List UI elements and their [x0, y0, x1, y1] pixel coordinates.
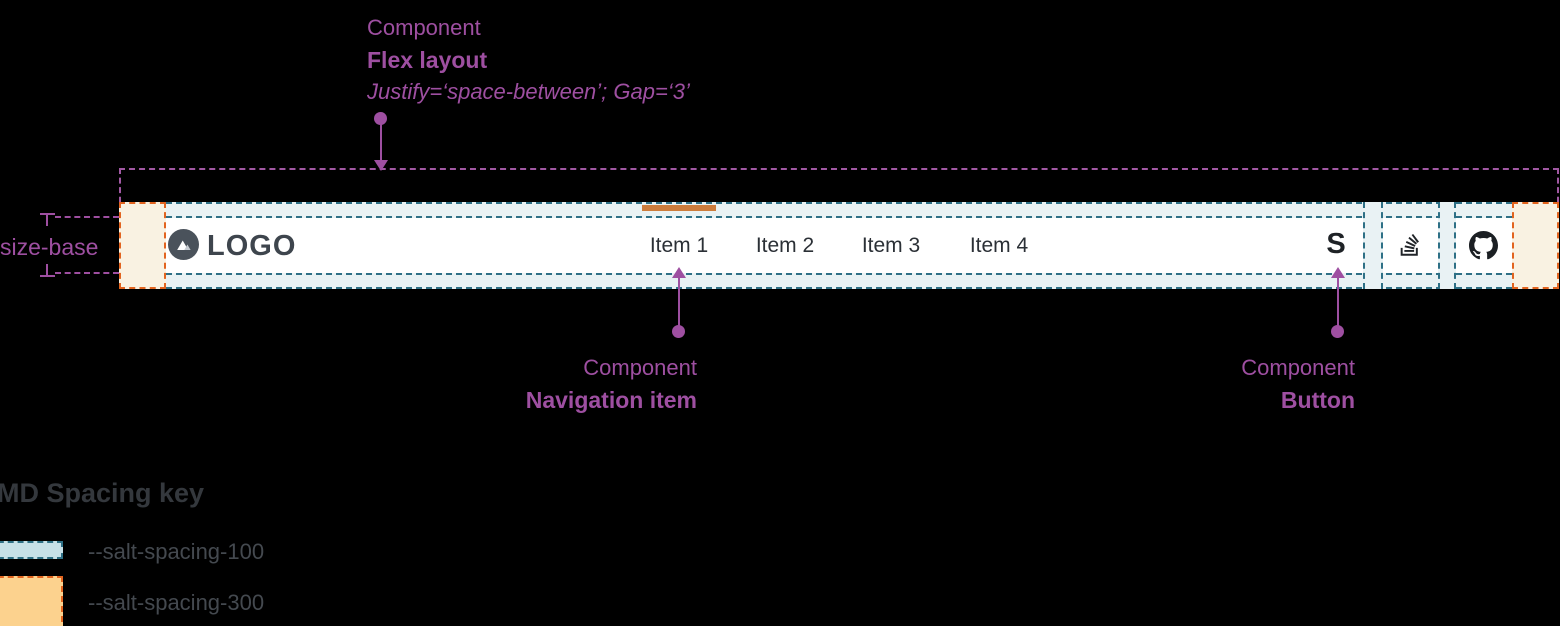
annotation-component-props: Justify=‘space-between’; Gap=‘3’	[367, 79, 690, 104]
leader-dot	[672, 325, 685, 338]
annotation-kind-label: Component	[583, 355, 697, 380]
size-base-top-line	[55, 216, 119, 218]
nav-item-3[interactable]: Item 3	[861, 234, 921, 257]
app-header: LOGO Item 1 Item 2 Item 3 Item 4 S	[119, 202, 1559, 289]
annotation-navigation-item: Component Navigation item	[450, 352, 697, 416]
spacing-300-right-overlay	[1512, 202, 1559, 289]
s-button[interactable]: S	[1326, 228, 1345, 261]
arrow-up-icon	[1331, 267, 1345, 278]
spacing-100-key-label: --salt-spacing-100	[88, 539, 265, 564]
annotation-component-name: Button	[1280, 387, 1355, 413]
logo[interactable]	[168, 229, 199, 260]
spacing-100-gap-2-overlay	[1438, 202, 1456, 289]
arrow-up-icon	[672, 267, 686, 278]
size-base-label: size-base	[0, 234, 99, 260]
size-base-bottom-line	[55, 272, 119, 274]
annotation-kind-label: Component	[367, 15, 481, 40]
leader-line	[678, 277, 680, 326]
spacing-key-title: MD Spacing key	[0, 478, 205, 508]
nav-item-4[interactable]: Item 4	[969, 234, 1029, 257]
s-icon: S	[1326, 228, 1346, 260]
stackoverflow-icon	[1397, 232, 1423, 258]
leader-line	[1337, 277, 1339, 326]
stackoverflow-button[interactable]	[1397, 232, 1423, 258]
size-base-top-tick	[40, 213, 55, 215]
size-base-bottom-tick	[40, 275, 55, 277]
arrow-down-icon	[374, 160, 388, 171]
leader-dot	[374, 112, 387, 125]
active-item-indicator	[642, 205, 716, 211]
annotation-button: Component Button	[1110, 352, 1355, 416]
annotation-component-name: Flex layout	[367, 47, 488, 73]
github-icon	[1469, 231, 1498, 260]
mountain-logo-icon	[174, 235, 193, 254]
leader-line	[380, 123, 382, 162]
annotation-component-name: Navigation item	[525, 387, 697, 413]
nav-item-1[interactable]: Item 1	[649, 234, 709, 257]
spacing-300-swatch	[0, 576, 63, 626]
annotation-flex-layout: Component Flex layout Justify=‘space-bet…	[367, 12, 690, 108]
size-base-bottom-tick-stem	[46, 264, 48, 275]
leader-dot	[1331, 325, 1344, 338]
annotation-kind-label: Component	[1241, 355, 1355, 380]
spacing-300-key-label: --salt-spacing-300	[88, 590, 265, 615]
spacing-300-left-overlay	[119, 202, 166, 289]
size-base-top-tick-stem	[46, 215, 48, 226]
nav-item-2[interactable]: Item 2	[755, 234, 815, 257]
logo-text: LOGO	[207, 230, 297, 262]
spacing-100-top-overlay	[166, 202, 1512, 218]
spacing-100-bottom-overlay	[166, 273, 1512, 289]
spacing-100-swatch	[0, 541, 63, 559]
spacing-100-gap-1-overlay	[1363, 202, 1383, 289]
github-button[interactable]	[1469, 231, 1498, 260]
